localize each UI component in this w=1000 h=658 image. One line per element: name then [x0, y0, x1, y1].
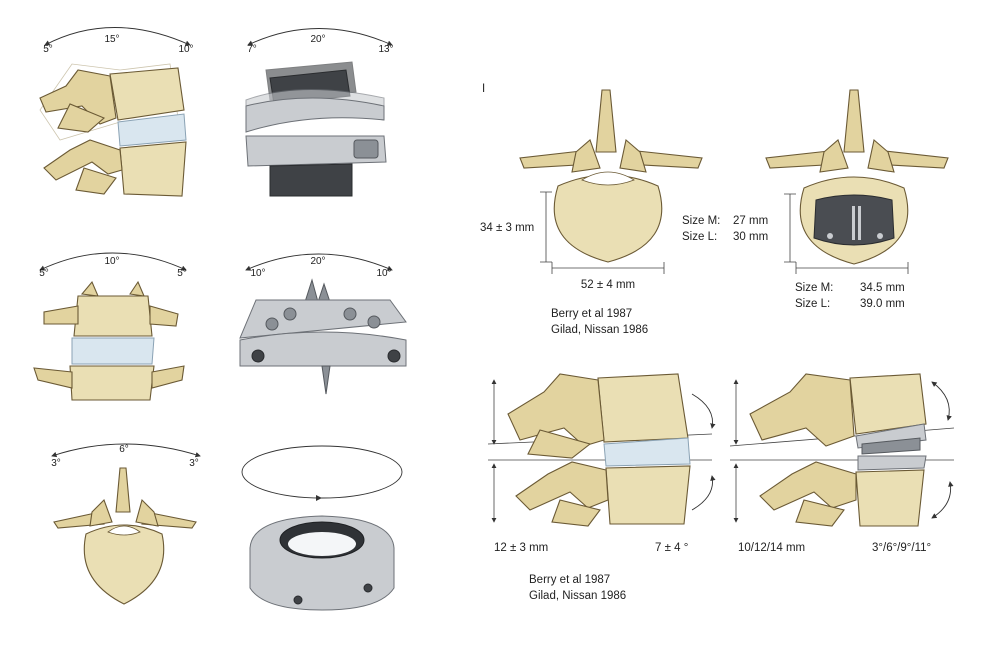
- rotation-ellipse: [241, 445, 403, 499]
- frontal-implant-panel: 20° 10° 10°: [239, 253, 407, 395]
- disc-height-value: 12 ± 3 mm: [494, 542, 548, 554]
- implant-size-m-value: 34.5 mm: [860, 282, 905, 294]
- frontal-implant-total-angle: 20°: [310, 256, 325, 267]
- vertebral-body: [553, 174, 663, 263]
- motion-arc: [245, 253, 393, 271]
- size-l-label: Size L:: [682, 231, 718, 243]
- axial-dimension-panel: I 34 ± 3 mm 52 ± 4 mm: [480, 83, 703, 291]
- implant-size-l-label: Size L:: [795, 298, 831, 310]
- frontal-right-angle: 5°: [177, 268, 187, 279]
- size-l-value: 30 mm: [733, 231, 769, 243]
- motion-arc: [39, 252, 187, 271]
- axial-total-angle: 6°: [119, 444, 129, 455]
- lateral-right-angle: 10°: [178, 44, 193, 55]
- reference-bottom-line1: Berry et al 1987: [529, 574, 611, 586]
- axial-left-angle: 3°: [51, 458, 61, 469]
- lateral-implant-total-angle: 20°: [310, 34, 325, 45]
- lateral-dimension-panel: [487, 373, 716, 527]
- upper-vertebral-body: [73, 295, 153, 337]
- implant-size-l-value: 39.0 mm: [860, 298, 905, 310]
- vertebra-height-value: 34 ± 3 mm: [480, 222, 534, 234]
- lower-vertebral-body: [605, 465, 691, 525]
- frontal-implant-right-angle: 10°: [376, 268, 391, 279]
- upper-metal-plate: [245, 97, 385, 133]
- motion-arc: [247, 28, 393, 46]
- lateral-implant-left-angle: 7°: [247, 44, 257, 55]
- axial-motion-panel: 6° 3° 3°: [51, 443, 201, 605]
- vertebra-width-value: 52 ± 4 mm: [581, 279, 635, 291]
- axial-implant-panel: [241, 445, 403, 611]
- size-m-value: 27 mm: [733, 215, 769, 227]
- intervertebral-disc: [117, 113, 187, 147]
- upper-vertebral-body: [849, 373, 927, 435]
- lower-metal-plate: [239, 331, 407, 367]
- motion-arc: [51, 443, 201, 458]
- vertebral-body: [83, 524, 165, 605]
- lower-vertebral-body: [119, 141, 187, 197]
- frontal-left-angle: 5°: [39, 268, 49, 279]
- size-m-label: Size M:: [682, 215, 721, 227]
- lower-vertebral-body: [69, 365, 155, 401]
- implant-size-m-label: Size M:: [795, 282, 834, 294]
- upper-vertebral-body: [109, 67, 185, 121]
- frontal-implant-left-angle: 10°: [250, 268, 265, 279]
- frontal-motion-panel: 10° 5° 5°: [33, 252, 187, 401]
- reference-top-line1: Berry et al 1987: [551, 308, 633, 320]
- implant-height-options: 10/12/14 mm: [738, 542, 805, 554]
- lateral-total-angle: 15°: [104, 34, 119, 45]
- frontal-total-angle: 10°: [104, 256, 119, 267]
- disc-angle-value: 7 ± 4 °: [655, 542, 688, 554]
- lateral-implant-panel: 20° 7° 13°: [245, 28, 394, 197]
- lower-vertebral-body: [855, 469, 925, 527]
- section-marker: I: [482, 83, 485, 95]
- upper-vertebral-body: [597, 373, 689, 443]
- lateral-implant-right-angle: 13°: [378, 44, 393, 55]
- implant-lower-plate: [857, 455, 927, 471]
- lateral-motion-panel: 15° 5° 10°: [39, 27, 194, 197]
- lateral-left-angle: 5°: [43, 44, 53, 55]
- lower-endplate: [269, 163, 353, 197]
- implant-angle-options: 3°/6°/9°/11°: [872, 542, 931, 554]
- upper-metal-plate: [239, 299, 407, 339]
- reference-bottom-line2: Gilad, Nissan 1986: [529, 590, 627, 602]
- reference-top-line2: Gilad, Nissan 1986: [551, 324, 649, 336]
- axial-right-angle: 3°: [189, 458, 199, 469]
- intervertebral-disc: [603, 437, 691, 467]
- lower-metal-plate: [245, 135, 387, 167]
- lateral-implant-dimension-panel: [729, 373, 955, 527]
- intervertebral-disc: [71, 337, 155, 365]
- axial-implant-dimension-panel: [765, 89, 949, 274]
- motion-arc: [44, 27, 191, 46]
